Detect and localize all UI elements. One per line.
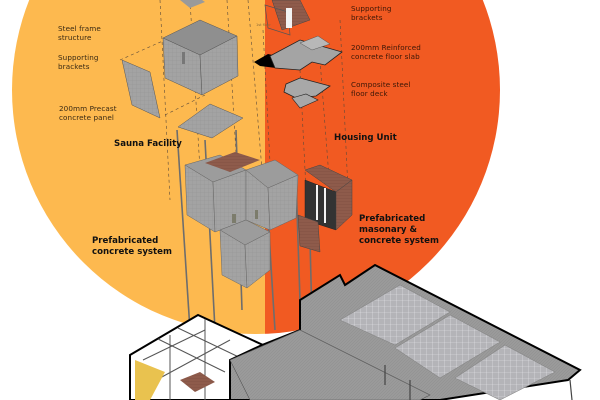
sauna-steel-frame-module <box>162 19 239 96</box>
solar-panels <box>339 284 556 400</box>
label-supporting-brackets-left: Supporting brackets <box>58 53 99 71</box>
label-supporting-brackets-right: Supporting brackets <box>351 4 392 22</box>
heading-prefab-masonry-system: Prefabricated masonary & concrete system <box>359 214 439 246</box>
ground-floor-base <box>129 263 582 400</box>
top-floor-slab <box>180 0 205 8</box>
label-composite-floor-deck: Composite steel floor deck <box>351 80 411 98</box>
precast-concrete-panel <box>121 59 161 119</box>
solar-panel <box>339 284 451 346</box>
composite-steel-floor-deck <box>283 77 331 109</box>
heading-housing-unit: Housing Unit <box>334 133 397 143</box>
label-steel-frame: Steel frame structure <box>58 24 101 42</box>
heading-prefab-concrete-system: Prefabricated concrete system <box>92 236 172 257</box>
label-precast-panel: 200mm Precast concrete panel <box>59 104 117 122</box>
heading-sauna-facility: Sauna Facility <box>114 139 182 149</box>
housing-assembled-unit <box>297 164 353 253</box>
label-first-floor: 1st floor <box>256 23 271 27</box>
sauna-assembled-modules <box>184 152 299 289</box>
label-reinforced-floor-slab: 200mm Reinforced concrete floor slab <box>351 43 421 61</box>
solar-panel <box>454 344 556 400</box>
housing-upper-module <box>264 0 311 36</box>
solar-panel <box>394 314 501 379</box>
lower-roof <box>229 329 431 400</box>
reinforced-concrete-floor-slab <box>269 35 343 71</box>
sauna-floor-panel <box>177 103 244 139</box>
